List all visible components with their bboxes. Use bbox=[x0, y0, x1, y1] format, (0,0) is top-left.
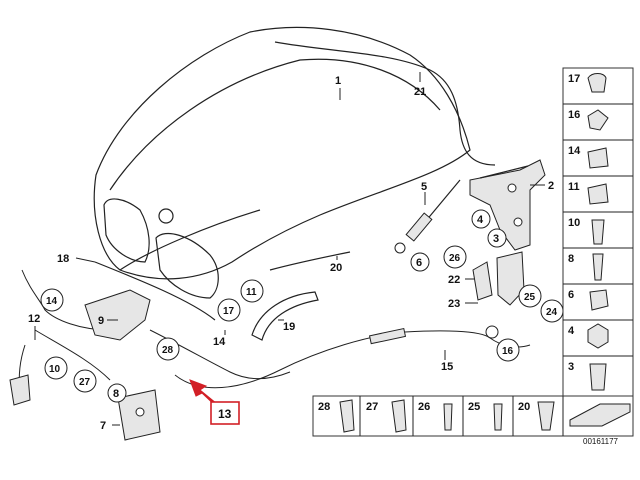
side-label-10: 10 bbox=[568, 217, 580, 229]
side-label-11: 11 bbox=[568, 181, 580, 193]
clip-icon bbox=[587, 73, 607, 93]
label-7: 7 bbox=[100, 420, 106, 432]
label-26: 26 bbox=[449, 253, 461, 264]
grommet-icon bbox=[587, 183, 609, 205]
label-10: 10 bbox=[49, 364, 61, 375]
callout-13-label: 13 bbox=[218, 407, 232, 421]
label-6: 6 bbox=[416, 257, 422, 269]
hood-panel bbox=[93, 26, 471, 299]
bolt-icon bbox=[591, 219, 605, 245]
release-cable bbox=[174, 330, 531, 389]
label-21: 21 bbox=[414, 86, 426, 98]
side-label-3: 3 bbox=[568, 361, 574, 373]
bottom-label-28: 28 bbox=[318, 401, 330, 413]
side-label-16: 16 bbox=[568, 109, 580, 121]
label-5: 5 bbox=[421, 181, 427, 193]
bottom-label-25: 25 bbox=[468, 401, 480, 413]
label-8: 8 bbox=[113, 388, 119, 400]
fastener-icon bbox=[587, 109, 609, 131]
label-24: 24 bbox=[546, 307, 558, 318]
cable-sleeve bbox=[368, 327, 407, 345]
label-15: 15 bbox=[441, 361, 453, 373]
side-label-4: 4 bbox=[568, 325, 575, 337]
side-label-17: 17 bbox=[568, 73, 580, 85]
label-14b: 14 bbox=[213, 336, 226, 348]
seal-strip bbox=[94, 261, 216, 321]
label-1: 1 bbox=[335, 75, 341, 87]
label-4: 4 bbox=[477, 214, 484, 226]
label-17: 17 bbox=[223, 306, 235, 317]
hood-rod bbox=[274, 41, 496, 166]
hex-nut-icon bbox=[587, 323, 609, 349]
lock-assembly bbox=[9, 269, 161, 441]
label-18: 18 bbox=[57, 253, 69, 265]
label-2: 2 bbox=[548, 180, 554, 192]
label-11: 11 bbox=[246, 287, 257, 298]
label-27: 27 bbox=[79, 377, 91, 388]
label-23: 23 bbox=[448, 298, 460, 310]
label-22: 22 bbox=[448, 274, 460, 286]
part-labels: 1 2 3 4 5 6 7 8 9 10 11 12 14 14 15 16 1 bbox=[28, 72, 564, 432]
side-label-14: 14 bbox=[568, 145, 581, 157]
side-parts-column: 17 16 14 11 10 8 6 4 3 bbox=[562, 67, 634, 397]
label-28: 28 bbox=[162, 345, 174, 356]
side-label-8: 8 bbox=[568, 253, 574, 265]
label-12: 12 bbox=[28, 313, 40, 325]
clip-icon bbox=[587, 147, 609, 169]
label-16: 16 bbox=[502, 346, 514, 357]
nut-icon bbox=[589, 289, 609, 311]
label-14a: 14 bbox=[46, 296, 58, 307]
side-latch-parts bbox=[472, 251, 525, 339]
label-25: 25 bbox=[524, 292, 536, 303]
bottom-label-27: 27 bbox=[366, 401, 378, 413]
bracket-icon bbox=[391, 399, 407, 433]
bottom-parts-row: 28 27 26 25 20 bbox=[312, 395, 634, 437]
bolt-icon bbox=[589, 363, 607, 391]
label-9: 9 bbox=[98, 315, 104, 327]
screw-icon bbox=[592, 253, 604, 281]
hood-hinge bbox=[469, 159, 546, 251]
arrow-icon bbox=[569, 403, 631, 427]
bracket-arc bbox=[251, 291, 319, 341]
label-19: 19 bbox=[283, 321, 295, 333]
bottom-label-26: 26 bbox=[418, 401, 430, 413]
reference-number: 00161177 bbox=[583, 437, 619, 446]
seal-strip-side bbox=[269, 251, 351, 271]
screw-icon bbox=[443, 403, 453, 431]
clip-icon bbox=[537, 401, 555, 431]
side-label-6: 6 bbox=[568, 289, 574, 301]
callout-13: 13 bbox=[189, 379, 240, 425]
gas-strut bbox=[394, 179, 461, 254]
label-20: 20 bbox=[330, 262, 342, 274]
screw-icon bbox=[493, 403, 503, 431]
bracket-icon bbox=[339, 399, 355, 433]
label-3: 3 bbox=[493, 233, 499, 245]
bottom-label-20: 20 bbox=[518, 401, 530, 413]
